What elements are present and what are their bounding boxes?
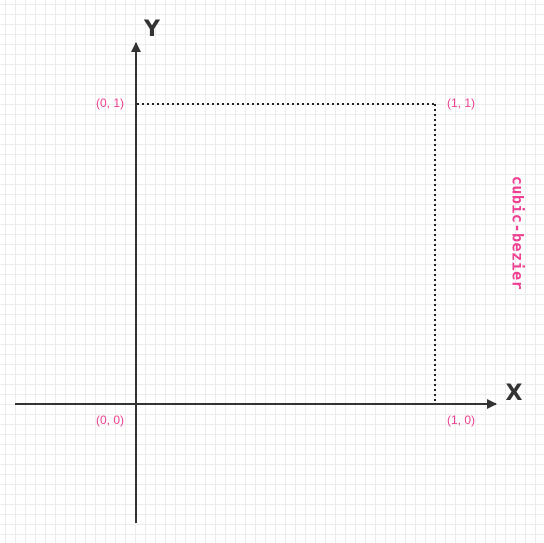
point-label-origin: (0, 0) [96,413,124,427]
y-axis-label: Y [143,17,161,42]
point-label-top-right: (1, 1) [447,96,475,110]
cubic-bezier-label: cubic-bezier [509,176,527,290]
point-label-bottom-right: (1, 0) [447,413,475,427]
x-axis-label: X [506,381,523,406]
point-label-top-left: (0, 1) [96,96,124,110]
